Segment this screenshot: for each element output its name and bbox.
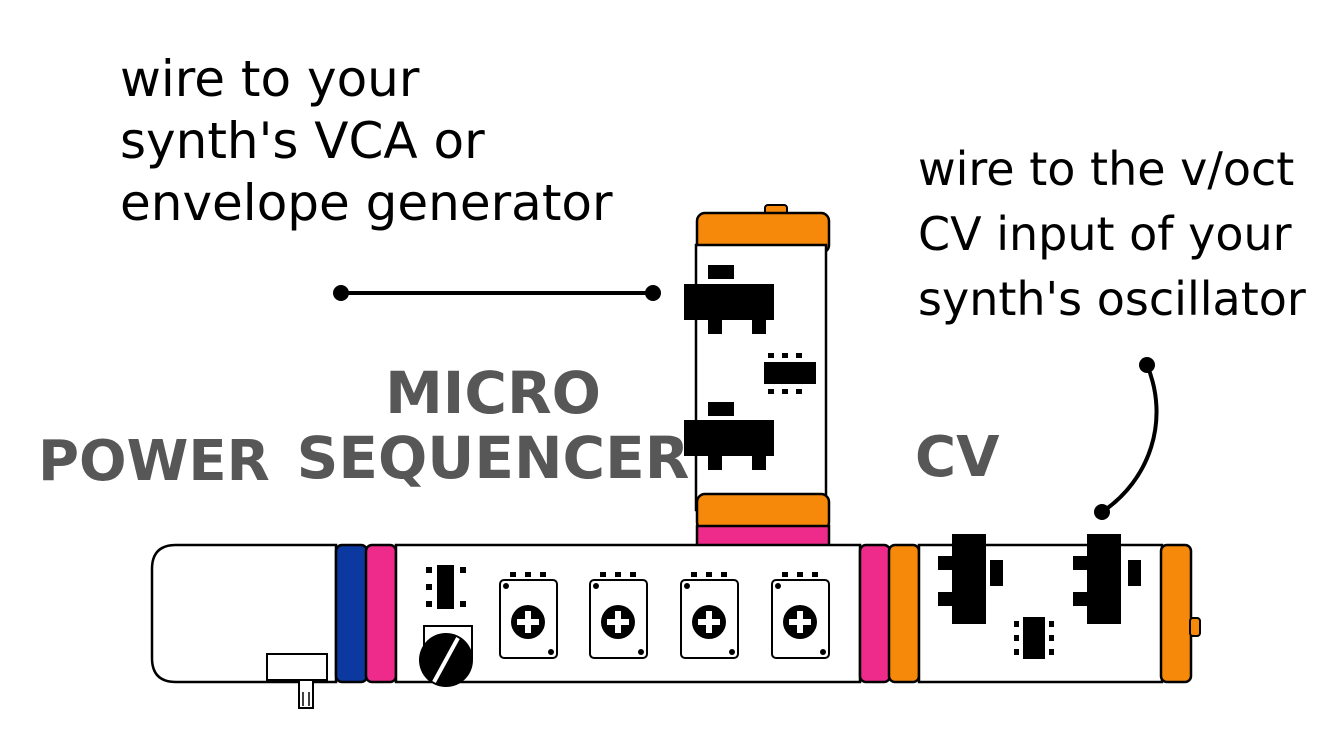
chip-icon bbox=[1014, 617, 1054, 659]
annotation-right: wire to the v/oct CV input of your synth… bbox=[918, 142, 1306, 326]
label-sequencer: SEQUENCER bbox=[297, 424, 690, 492]
power-module bbox=[150, 543, 398, 709]
label-micro: MICRO bbox=[385, 359, 601, 427]
trimpot-icon bbox=[771, 572, 830, 659]
trimpot-icon bbox=[680, 572, 739, 659]
connector-left bbox=[333, 285, 661, 301]
annotation-left-line3: envelope generator bbox=[120, 174, 613, 232]
jack-icon bbox=[1073, 534, 1141, 624]
annotation-right-line1: wire to the v/oct bbox=[918, 142, 1294, 196]
label-power: POWER bbox=[38, 429, 270, 494]
annotation-right-line3: synth's oscillator bbox=[918, 272, 1306, 326]
label-cv: CV bbox=[915, 425, 1000, 490]
jack-icon bbox=[938, 534, 1003, 624]
connector-right bbox=[1094, 357, 1159, 520]
switch-icon bbox=[426, 565, 466, 609]
cv-module bbox=[917, 534, 1201, 684]
annotation-left-line2: synth's VCA or bbox=[120, 112, 485, 170]
trimpot-icon bbox=[589, 572, 648, 659]
annotation-left-line1: wire to your bbox=[120, 50, 420, 108]
module-labels: POWER MICRO SEQUENCER CV bbox=[38, 359, 1000, 494]
sequencer-module bbox=[394, 543, 921, 687]
trimpot-icon bbox=[499, 572, 558, 659]
annotation-right-line2: CV input of your bbox=[918, 207, 1292, 261]
annotation-left: wire to your synth's VCA or envelope gen… bbox=[120, 50, 613, 232]
tempo-knob-icon bbox=[419, 625, 473, 687]
vertical-module bbox=[684, 204, 831, 552]
